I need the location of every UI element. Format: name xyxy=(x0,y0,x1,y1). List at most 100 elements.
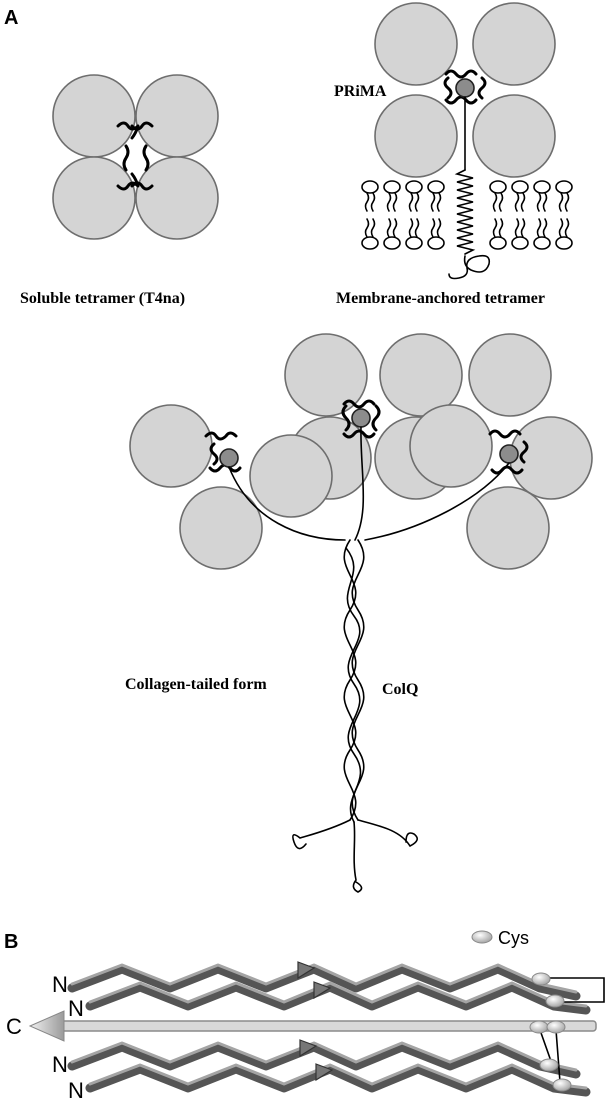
lipid-head xyxy=(362,181,378,193)
lipid-tail xyxy=(388,219,391,237)
lipid-tail xyxy=(394,219,397,237)
subunit xyxy=(136,157,218,239)
subunit xyxy=(375,3,457,85)
cys-bead xyxy=(532,973,550,985)
lipid-head xyxy=(490,181,506,193)
terminus-label: C xyxy=(6,1014,22,1039)
lipid-tail xyxy=(432,219,435,237)
c-cone xyxy=(30,1011,64,1041)
subunit xyxy=(130,405,212,487)
lipid-tail xyxy=(566,219,569,237)
lipid-tail xyxy=(372,193,375,211)
lipid-head xyxy=(428,237,444,249)
lipid-tail xyxy=(410,219,413,237)
caption-collagen: Collagen-tailed form xyxy=(125,676,267,693)
lipid-tail xyxy=(516,193,519,211)
caption-soluble: Soluble tetramer (T4na) xyxy=(20,290,185,307)
helix-strand xyxy=(90,1069,586,1092)
lipid-tail xyxy=(544,219,547,237)
lipid-tail xyxy=(416,193,419,211)
lipid-tail xyxy=(438,219,441,237)
subunit xyxy=(136,75,218,157)
lipid-tail xyxy=(388,193,391,211)
lipid-head xyxy=(512,237,528,249)
lipid-head xyxy=(534,237,550,249)
colq-core xyxy=(220,449,238,467)
prima-transmembrane xyxy=(457,170,473,254)
lipid-head xyxy=(406,237,422,249)
lipid-head xyxy=(406,181,422,193)
panel-a-letter: A xyxy=(4,7,18,29)
colq-c-terminal-tail xyxy=(358,820,417,846)
lipid-head xyxy=(362,237,378,249)
soluble-tetramer xyxy=(53,75,218,239)
lipid-head xyxy=(384,181,400,193)
lipid-head xyxy=(534,181,550,193)
legend-cys: Cys xyxy=(498,928,529,948)
wat-peptide xyxy=(144,146,148,170)
subunit xyxy=(473,3,555,85)
lipid-tail xyxy=(560,219,563,237)
wat-helix-bundle xyxy=(30,931,604,1092)
cys-bead xyxy=(553,1079,571,1091)
subunit xyxy=(467,487,549,569)
c-rod xyxy=(46,1021,596,1031)
lipid-head xyxy=(490,237,506,249)
lipid-bilayer xyxy=(362,181,572,249)
prima-cytoplasmic-tail xyxy=(449,256,489,279)
wat-peptide xyxy=(446,97,476,103)
lipid-head xyxy=(428,181,444,193)
lipid-tail xyxy=(394,193,397,211)
lipid-head xyxy=(384,237,400,249)
lipid-tail xyxy=(372,219,375,237)
lipid-head xyxy=(556,181,572,193)
subunit xyxy=(53,75,135,157)
terminus-label: N xyxy=(52,1052,68,1077)
lipid-tail xyxy=(410,193,413,211)
colq-c-terminal-tail xyxy=(353,822,361,892)
lipid-tail xyxy=(432,193,435,211)
lipid-tail xyxy=(500,219,503,237)
subunit xyxy=(375,95,457,177)
subunit xyxy=(250,435,332,517)
colq-c-terminal-tail xyxy=(293,820,350,849)
cys-bead xyxy=(540,1059,558,1071)
subunit xyxy=(53,157,135,239)
wat-peptide xyxy=(211,444,217,464)
lipid-tail xyxy=(494,219,497,237)
lipid-tail xyxy=(416,219,419,237)
cys-bead xyxy=(547,1021,565,1033)
terminus-label: N xyxy=(52,972,68,997)
wat-peptide xyxy=(479,78,485,98)
wat-peptide xyxy=(446,71,476,77)
prima-core xyxy=(456,79,474,97)
caption-membrane: Membrane-anchored tetramer xyxy=(336,290,545,307)
wat-peptide xyxy=(124,146,128,170)
colq-core xyxy=(352,409,370,427)
cys-bead xyxy=(546,995,564,1007)
lipid-tail xyxy=(544,193,547,211)
subunit xyxy=(180,487,262,569)
cys-legend-bead xyxy=(472,931,492,943)
lipid-tail xyxy=(538,219,541,237)
lipid-tail xyxy=(366,193,369,211)
lipid-tail xyxy=(538,193,541,211)
lipid-tail xyxy=(522,193,525,211)
lipid-tail xyxy=(366,219,369,237)
label-colq: ColQ xyxy=(382,681,418,698)
lipid-tail xyxy=(516,219,519,237)
lipid-tail xyxy=(438,193,441,211)
wat-peptide xyxy=(373,406,379,430)
collagen-tailed-form xyxy=(130,334,592,892)
lipid-tail xyxy=(560,193,563,211)
subunit xyxy=(410,405,492,487)
cys-bead xyxy=(530,1021,548,1033)
terminus-label: N xyxy=(68,996,84,1021)
terminus-label: N xyxy=(68,1078,84,1103)
wat-peptide xyxy=(445,78,451,98)
subunit xyxy=(469,334,551,416)
lipid-head xyxy=(512,181,528,193)
lipid-tail xyxy=(566,193,569,211)
subunit xyxy=(380,334,462,416)
